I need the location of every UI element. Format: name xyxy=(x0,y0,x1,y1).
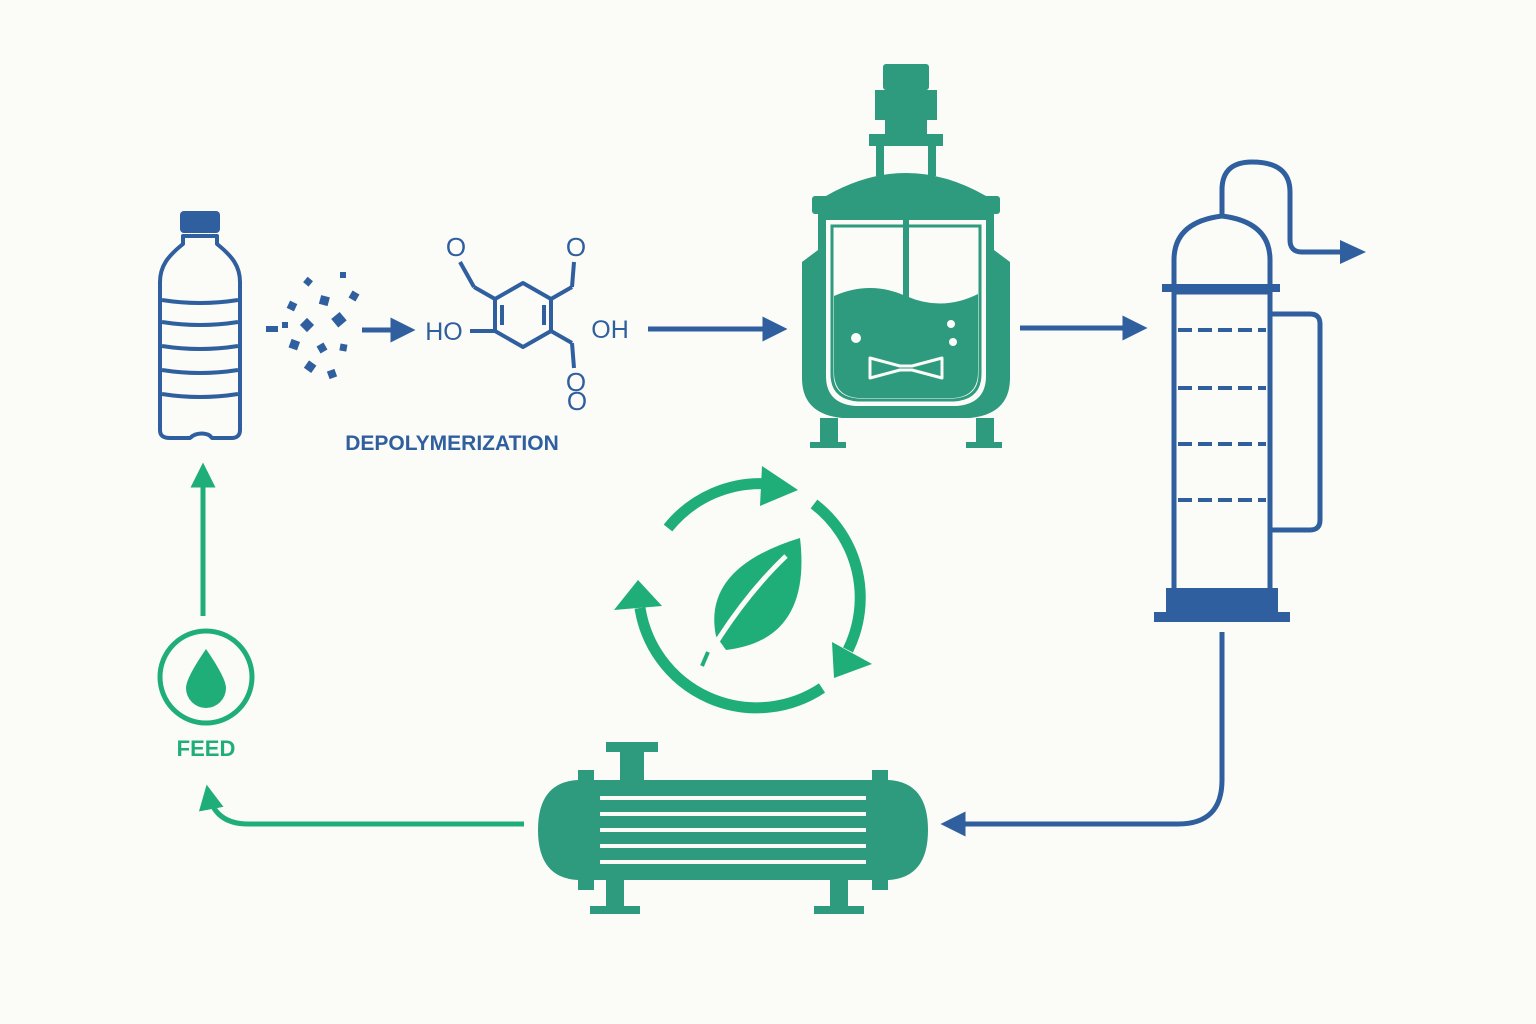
oxygen-label: O xyxy=(566,367,586,397)
oxygen-label: O xyxy=(566,232,586,262)
plastic-bottle-icon xyxy=(158,211,242,440)
heat-exchanger-icon xyxy=(538,742,928,914)
feed-label: FEED xyxy=(177,736,236,761)
hydroxyl-left-label: HO xyxy=(425,318,463,346)
flakes-icon xyxy=(266,272,360,380)
oxygen-label: O xyxy=(567,386,587,416)
depolymerization-label: DEPOLYMERIZATION xyxy=(345,432,559,455)
line-exchanger-to-feed xyxy=(198,784,524,827)
feed-droplet-icon xyxy=(157,628,255,726)
reactor-icon xyxy=(802,64,1010,448)
recycle-leaf-icon xyxy=(614,466,872,714)
molecule-icon: O O O O HO OH xyxy=(425,232,629,416)
oxygen-label: O xyxy=(446,232,466,262)
distillation-column-icon xyxy=(1154,159,1366,622)
line-column-to-exchanger xyxy=(940,632,1225,837)
hydroxyl-right-label: OH xyxy=(591,316,629,344)
